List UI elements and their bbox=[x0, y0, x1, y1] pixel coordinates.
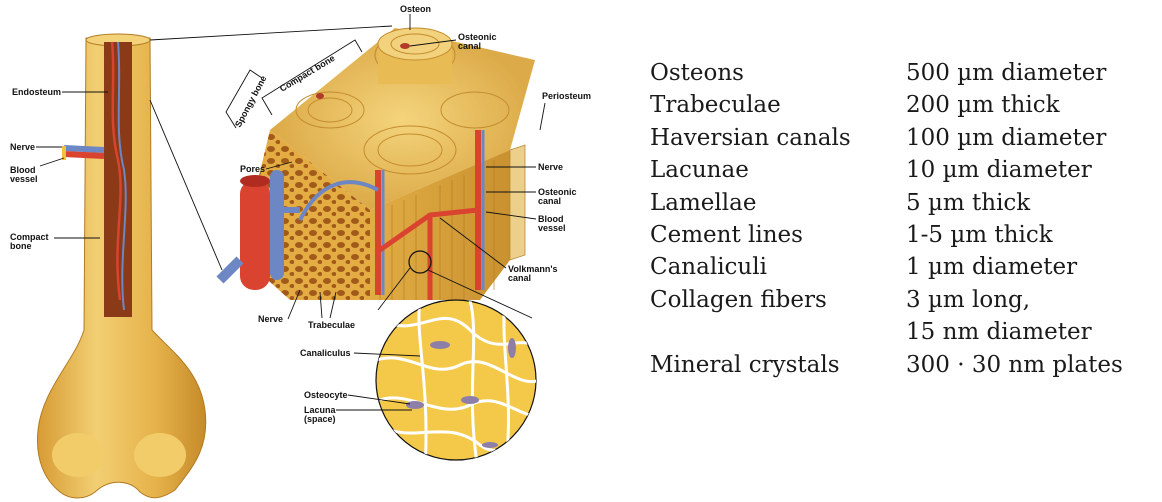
structure-size: 3 µm long, bbox=[906, 287, 1030, 313]
structure-size: 300 · 30 nm plates bbox=[906, 352, 1123, 378]
bone-structure-diagram: Osteon Osteonic canal Compact bone Spong… bbox=[0, 0, 620, 502]
size-row: Trabeculae 200 µm thick bbox=[650, 92, 1155, 124]
size-row: Lamellae 5 µm thick bbox=[650, 190, 1155, 222]
bone-block bbox=[220, 28, 535, 300]
size-row: Haversian canals 100 µm diameter bbox=[650, 125, 1155, 157]
structure-name: Canaliculi bbox=[650, 254, 767, 280]
size-row: Mineral crystals 300 · 30 nm plates bbox=[650, 352, 1155, 384]
label-osteon: Osteon bbox=[400, 4, 431, 14]
label-spongy-bone: Spongy bone bbox=[233, 74, 269, 129]
structure-name: Haversian canals bbox=[650, 125, 851, 151]
label-trabeculae: Trabeculae bbox=[308, 320, 355, 330]
structure-name: Osteons bbox=[650, 60, 744, 86]
long-bone bbox=[37, 34, 205, 498]
structure-size: 10 µm diameter bbox=[906, 157, 1092, 183]
label-periosteum: Periosteum bbox=[542, 91, 591, 101]
size-row: Canaliculi 1 µm diameter bbox=[650, 254, 1155, 286]
size-row: Lacunae 10 µm diameter bbox=[650, 157, 1155, 189]
external-artery bbox=[240, 180, 270, 290]
label-lacuna: Lacuna(space) bbox=[304, 405, 337, 424]
label-nerve-right: Nerve bbox=[538, 162, 563, 172]
structure-size: 1 µm diameter bbox=[906, 254, 1077, 280]
structure-size: 500 µm diameter bbox=[906, 60, 1106, 86]
structure-name: Mineral crystals bbox=[650, 352, 840, 378]
structure-name: Lacunae bbox=[650, 157, 749, 183]
label-osteonic-canal-top: Osteonic canal bbox=[458, 32, 499, 51]
structure-name: Collagen fibers bbox=[650, 287, 827, 313]
zoom-line-bottom bbox=[150, 100, 222, 270]
structure-name: Trabeculae bbox=[650, 92, 781, 118]
size-row: 15 nm diameter bbox=[650, 319, 1155, 351]
structure-name: Lamellae bbox=[650, 190, 756, 216]
zoom-line-top bbox=[150, 26, 392, 40]
structure-size: 1-5 µm thick bbox=[906, 222, 1053, 248]
structure-size: 15 nm diameter bbox=[906, 319, 1092, 345]
structure-name: Cement lines bbox=[650, 222, 803, 248]
label-pores: Pores bbox=[240, 164, 265, 174]
structure-size: 5 µm thick bbox=[906, 190, 1030, 216]
size-row: Cement lines 1-5 µm thick bbox=[650, 222, 1155, 254]
label-nerve-left: Nerve bbox=[10, 142, 35, 152]
size-row: Collagen fibers 3 µm long, bbox=[650, 287, 1155, 319]
label-endosteum: Endosteum bbox=[12, 87, 61, 97]
label-canaliculus: Canaliculus bbox=[300, 348, 351, 358]
structure-size: 100 µm diameter bbox=[906, 125, 1106, 151]
label-nerve-bottom: Nerve bbox=[258, 314, 283, 324]
size-row: Osteons 500 µm diameter bbox=[650, 60, 1155, 92]
structure-size: 200 µm thick bbox=[906, 92, 1060, 118]
label-osteocyte: Osteocyte bbox=[304, 390, 348, 400]
